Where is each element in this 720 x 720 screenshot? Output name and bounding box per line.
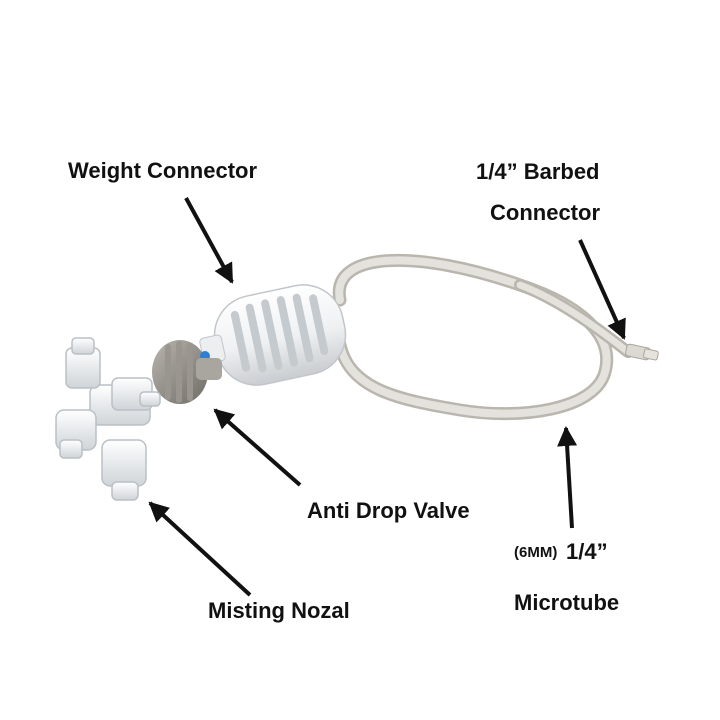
arrow-weight-connector xyxy=(184,197,234,284)
label-barbed-connector-line1: 1/4” Barbed xyxy=(476,159,600,184)
arrow-barbed-connector xyxy=(578,239,626,340)
arrow-microtube xyxy=(557,426,578,529)
weight-connector-body xyxy=(199,284,347,386)
arrow-anti-drop-valve xyxy=(213,408,302,487)
label-microtube: Microtube xyxy=(514,590,620,615)
anti-drop-valve xyxy=(152,340,222,404)
label-microtube-size: 1/4” xyxy=(566,539,608,564)
label-misting-nozzle: Misting Nozal xyxy=(208,598,350,623)
arrow-misting-nozzle xyxy=(148,501,252,597)
label-barbed-connector-line2: Connector xyxy=(490,200,600,225)
label-microtube-size-prefix: (6MM) xyxy=(514,544,558,561)
label-weight-connector: Weight Connector xyxy=(68,158,258,183)
label-anti-drop-valve: Anti Drop Valve xyxy=(307,498,470,523)
barbed-connector xyxy=(625,343,659,361)
microtube xyxy=(332,253,634,421)
misting-nozzle-cluster xyxy=(55,337,161,501)
